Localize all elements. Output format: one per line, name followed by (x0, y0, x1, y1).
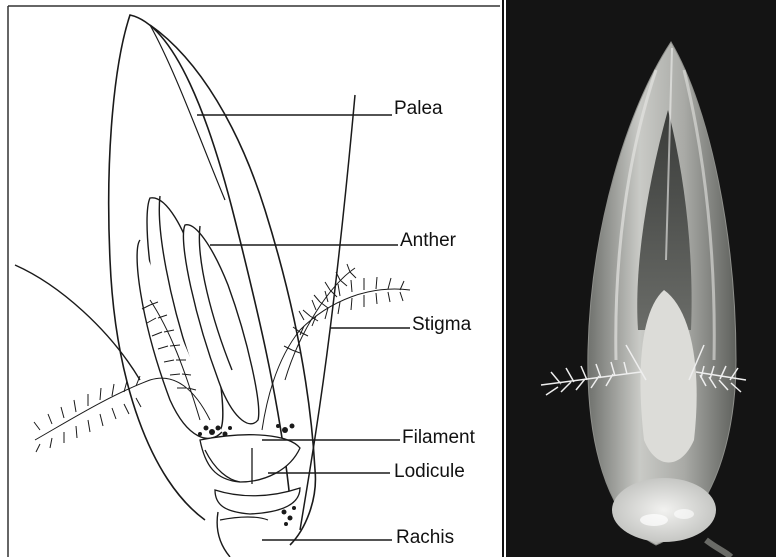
stigma-right (262, 264, 410, 430)
floret-photo-panel (506, 0, 776, 557)
label-stigma: Stigma (412, 315, 471, 334)
anther-group (137, 196, 259, 438)
glume-line (15, 265, 140, 380)
label-anther: Anther (400, 231, 456, 250)
label-filament: Filament (402, 428, 475, 447)
floret-photo (506, 0, 776, 557)
ovary-lodicule (200, 435, 300, 514)
photo-base (612, 478, 716, 542)
line-drawing-panel: Palea Anther Stigma Filament Lodicule Ra… (0, 0, 504, 557)
rachis-stem (300, 95, 355, 530)
label-palea: Palea (394, 99, 443, 118)
label-rachis: Rachis (396, 528, 454, 547)
label-lodicule: Lodicule (394, 462, 465, 481)
